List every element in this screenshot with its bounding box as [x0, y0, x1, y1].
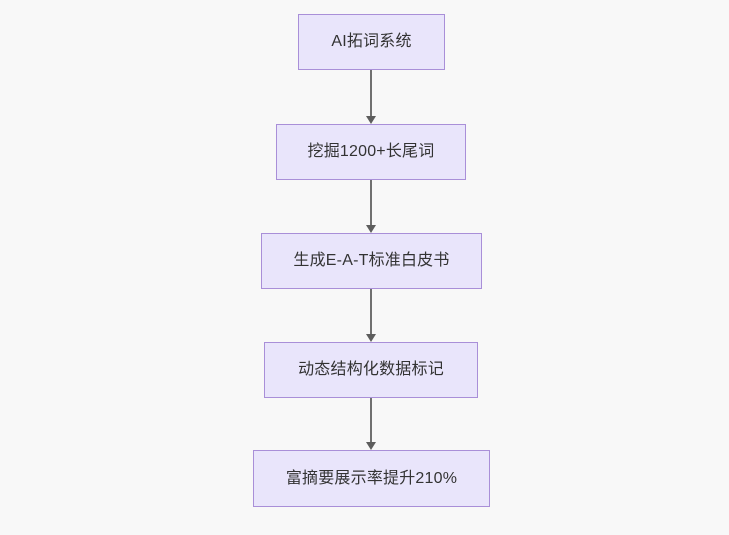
arrowhead-icon — [365, 442, 376, 450]
arrowhead-icon — [365, 116, 376, 124]
flow-edge-n4-n5 — [370, 398, 372, 442]
flow-node-label: 富摘要展示率提升210% — [285, 469, 458, 487]
flow-node-label: 生成E-A-T标准白皮书 — [293, 252, 450, 269]
flow-node-generate-eat-whitepaper[interactable]: 生成E-A-T标准白皮书 — [261, 233, 482, 289]
flow-node-label: 动态结构化数据标记 — [298, 361, 444, 378]
flow-node-mine-longtail-keywords[interactable]: 挖掘1200+长尾词 — [276, 124, 466, 180]
flow-node-label: AI拓词系统 — [331, 33, 412, 50]
flow-edge-n2-n3 — [370, 180, 372, 225]
flow-node-ai-keyword-system[interactable]: AI拓词系统 — [298, 14, 445, 70]
arrowhead-icon — [365, 225, 376, 233]
flow-node-rich-snippet-impression-lift[interactable]: 富摘要展示率提升210% — [253, 450, 490, 507]
flow-node-dynamic-structured-data-markup[interactable]: 动态结构化数据标记 — [264, 342, 478, 398]
flow-node-label: 挖掘1200+长尾词 — [307, 143, 435, 160]
arrowhead-icon — [365, 334, 376, 342]
flow-edge-n1-n2 — [370, 70, 372, 117]
flow-edge-n3-n4 — [370, 289, 372, 334]
